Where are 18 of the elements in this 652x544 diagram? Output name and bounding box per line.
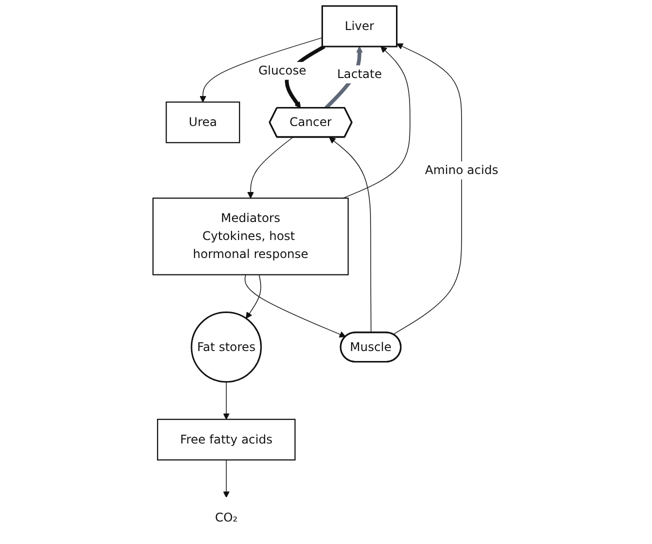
arrow bbox=[200, 37, 323, 102]
arrow bbox=[393, 43, 462, 335]
node-box: Urea bbox=[166, 102, 240, 144]
arrow bbox=[223, 381, 230, 420]
node-box: Mediators Cytokines, host hormonal response bbox=[152, 198, 350, 276]
edge-label: Glucose bbox=[258, 63, 307, 78]
arrow bbox=[244, 274, 346, 338]
arrow bbox=[223, 460, 230, 498]
arrow bbox=[248, 137, 294, 198]
arrow bbox=[342, 46, 411, 199]
node-text: CO₂ bbox=[215, 510, 238, 524]
edge-label: Lactate bbox=[337, 66, 382, 82]
node-circle: Fat stores bbox=[191, 312, 262, 383]
arrow bbox=[329, 137, 372, 334]
node-box: Liver bbox=[322, 5, 398, 48]
edge-label: Amino acids bbox=[425, 162, 499, 178]
arrow bbox=[246, 274, 262, 319]
node-box: Free fatty acids bbox=[157, 418, 296, 460]
